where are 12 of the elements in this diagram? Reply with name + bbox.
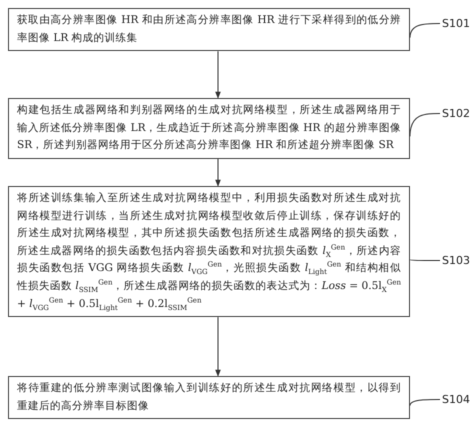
arrow [215,316,221,377]
arrow [215,158,221,187]
process-box: 构建包括生成器网络和判别器网络的生成对抗网络模型，所述生成器网络用于输入所述低分辨率图像 LR，生成趋近于所述高分辨率图像 HR 的超分辨率图像 SR，所述判别器网络用于区分所述高分辨率图像 HR 和所述超分辨率图像 SR [8,98,410,159]
step-label: S101 [442,17,470,30]
step-label: S103 [442,254,470,267]
step-label: S104 [442,393,470,406]
arrow [215,50,221,99]
leader-line [410,399,440,406]
leader-line [410,259,440,261]
process-box: 获取由高分辨率图像 HR 和由所述高分辨率图像 HR 进行下采样得到的低分辨率图像 LR 构成的训练集 [8,8,410,52]
process-box: 将待重建的低分辨率测试图像输入到训练好的所述生成对抗网络模型，以得到重建后的高分辨率目标图像 [8,376,410,420]
step-label: S102 [442,107,470,120]
